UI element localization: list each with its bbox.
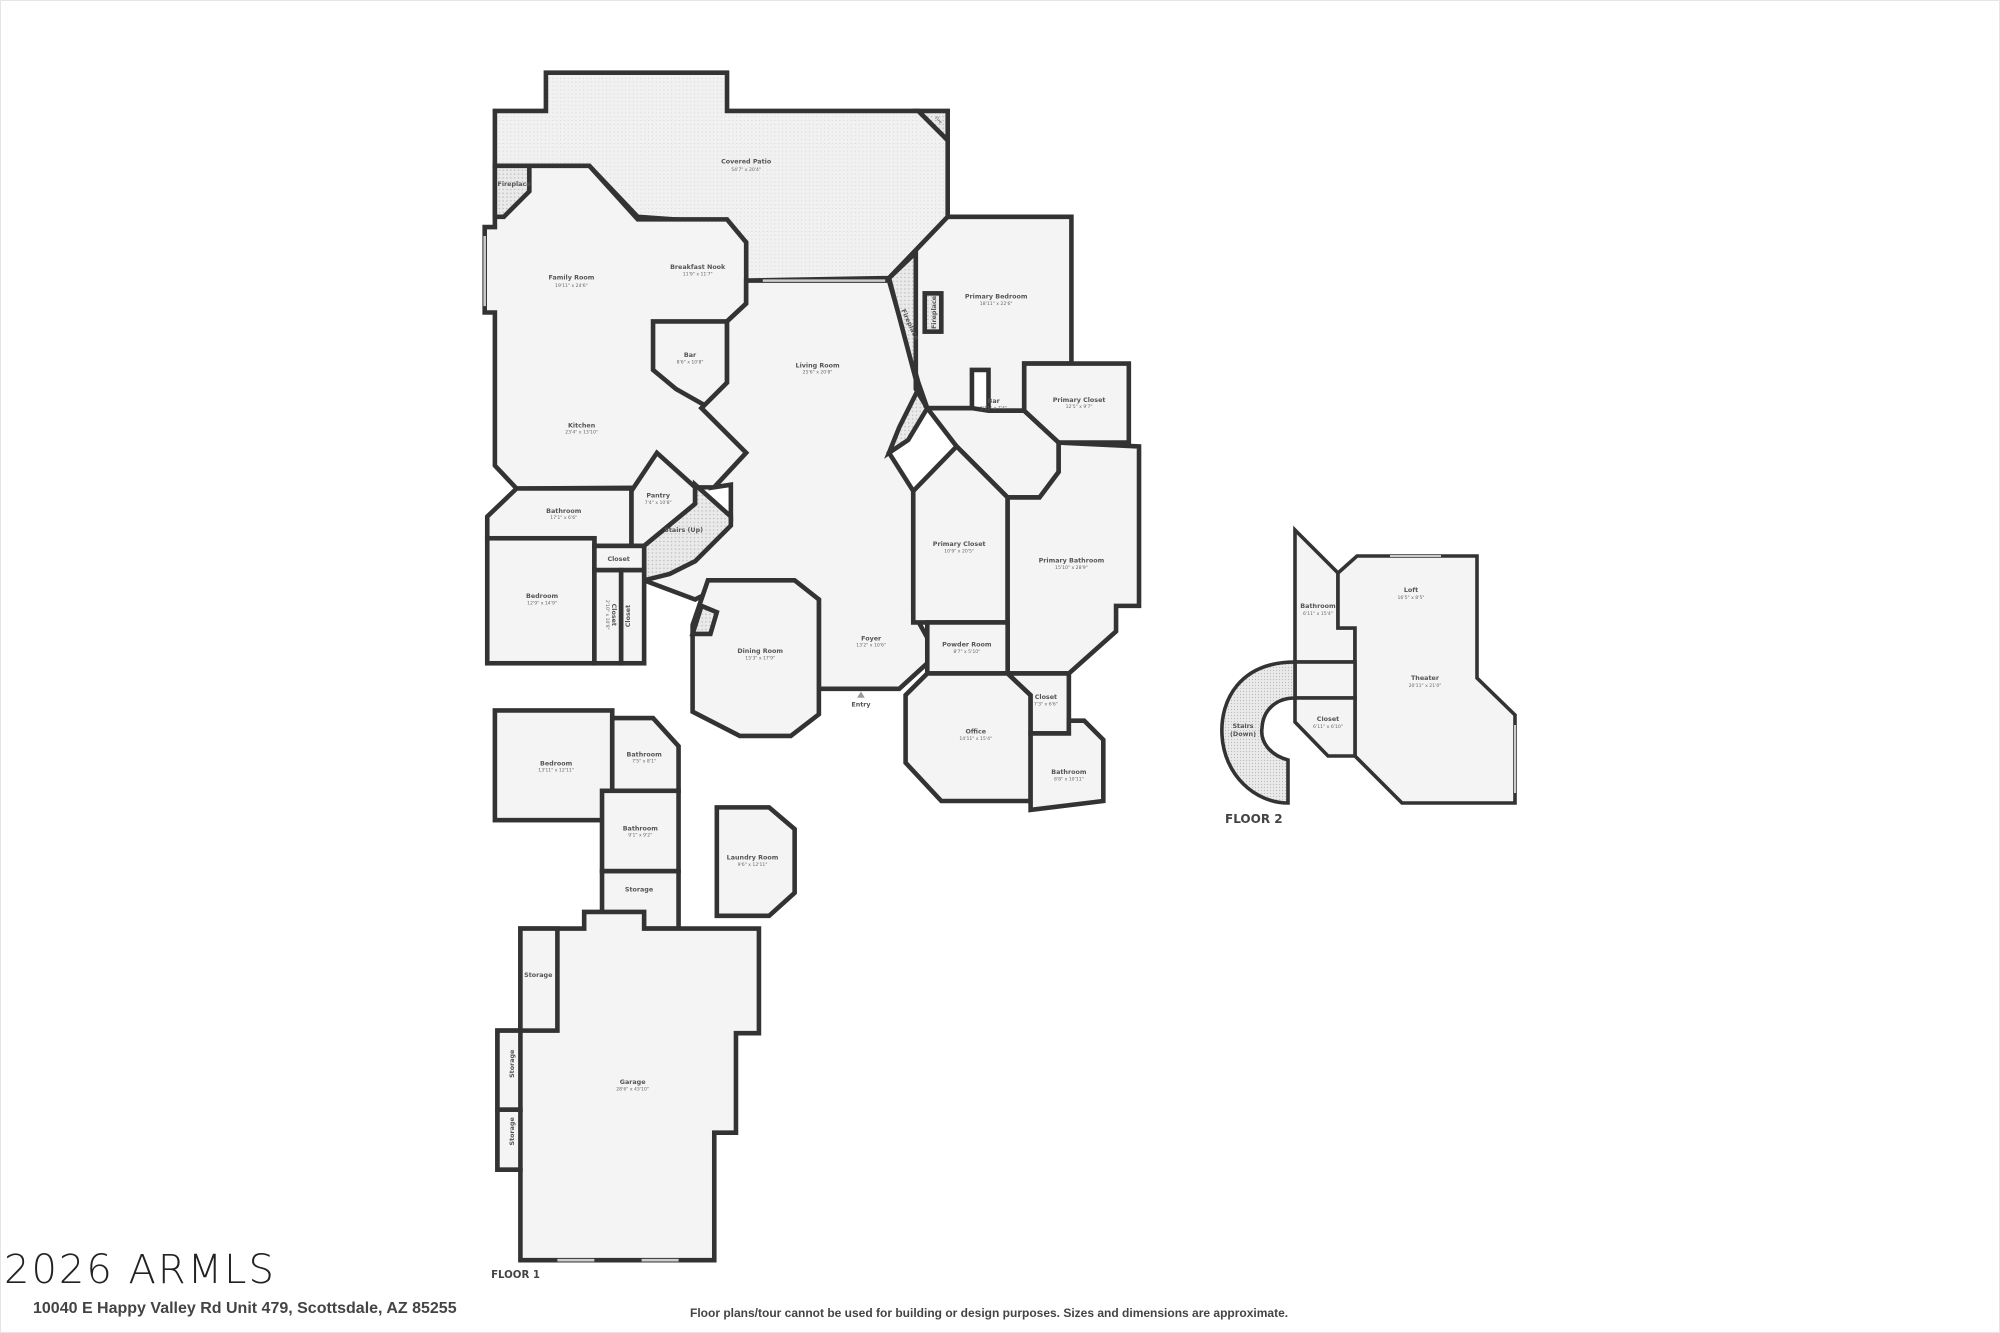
office-bathroom: [1028, 718, 1106, 813]
room-label: Family Room: [548, 273, 594, 281]
room-label: Stairs (Up): [664, 526, 703, 534]
room-label: Theater: [1411, 674, 1440, 682]
room-label: Primary Bedroom: [965, 292, 1028, 300]
room-dims: 18'11" x 22'6": [980, 301, 1013, 307]
room-dims: 8'6" x 10'8": [677, 360, 704, 366]
room-dims: 8'7" x 5'10": [953, 649, 980, 655]
room-label: Bedroom: [540, 759, 573, 767]
room-label: Fire: [933, 115, 943, 125]
room-label: Closet: [1317, 715, 1339, 723]
room-label: Storage: [508, 1050, 516, 1078]
room-label: Closet: [1035, 693, 1057, 701]
room-dims: 23'4" x 13'10": [565, 430, 598, 436]
room-label: Bathroom: [1051, 768, 1087, 776]
dining-room: [690, 578, 822, 739]
armls-watermark-logo: 2026 ARMLS: [4, 1247, 276, 1293]
stairs-down: [1220, 660, 1297, 805]
floor-2: Bathroom 6'11" x 15'4" Loft 16'5" x 8'5"…: [1220, 525, 1517, 826]
garage-storage-top: [518, 926, 560, 1033]
floor-1: Covered Patio 54'7" x 20'4" Fireplace Fa…: [482, 70, 1142, 1281]
room-dims: 11'9" x 11'7": [683, 272, 713, 278]
room-label: Garage: [620, 1078, 646, 1086]
room-dims: 12'5" x 9'7": [1066, 404, 1093, 410]
room-label: Bathroom: [1300, 602, 1336, 610]
room-label: Living Room: [796, 361, 840, 369]
floor-1-label: FLOOR 1: [491, 1270, 540, 1281]
room-label: Bathroom: [623, 824, 659, 832]
room-label: Storage: [508, 1117, 516, 1145]
room-dims: 7'3" x 6'6": [1034, 701, 1058, 707]
room-dims: 16'5" x 8'5": [1397, 595, 1424, 601]
family-fireplace: [492, 163, 532, 220]
room-dims: 54'7" x 20'4": [731, 167, 761, 173]
bedroom-2: [492, 708, 615, 823]
room-dims: 12'9" x 14'9": [527, 601, 557, 607]
living-fireplace: [884, 247, 930, 459]
room-dims: 6'11" x 6'10": [1313, 724, 1343, 730]
floor2-closet: [1293, 696, 1357, 758]
bathroom-2: [609, 715, 681, 794]
room-dims: 6'11" x 15'4": [1303, 611, 1333, 617]
room-label: Closet: [607, 555, 629, 563]
bedroom-fireplace: [922, 291, 944, 334]
room-label: Fireplace: [497, 180, 530, 188]
fire-pit: [912, 108, 950, 146]
room-dims: 13'11" x 12'11": [538, 768, 574, 774]
room-label: (Down): [1230, 730, 1256, 738]
floor-2-label: FLOOR 2: [1225, 812, 1283, 826]
room-label: Kitchen: [568, 421, 596, 429]
room-label: Covered Patio: [721, 157, 772, 165]
room-dims: 25'6" x 20'8": [803, 370, 833, 376]
garage-storage-low: [495, 1107, 523, 1172]
room-label: Closet: [624, 605, 632, 627]
room-label: Primary Bathroom: [1039, 556, 1105, 564]
laundry-room: [714, 805, 797, 919]
room-dims: 9'1" x 9'2": [628, 833, 652, 839]
property-address: 10040 E Happy Valley Rd Unit 479, Scotts…: [33, 1300, 457, 1317]
room-label: Bar: [684, 351, 697, 359]
room-label: Bedroom: [526, 592, 559, 600]
room-dims: 15'3" x 17'9": [745, 655, 775, 661]
dining-buffet: [689, 602, 720, 637]
room-dims: 5'11" x 7'4": [980, 405, 1007, 411]
room-label: Stairs: [1232, 722, 1253, 730]
room-label: Primary Closet: [933, 540, 986, 548]
room-dims: 10'9" x 20'5": [944, 548, 974, 554]
room-dims: 14'11" x 15'4": [959, 736, 992, 742]
room-dims: 20'11" x 21'0": [1409, 683, 1442, 689]
room-dims: 9'6" x 12'11": [738, 862, 768, 868]
room-dims: 19'11" x 24'6": [555, 283, 588, 289]
closet-3: [618, 567, 647, 666]
room-dims: 2'10" x 10'8": [604, 600, 610, 630]
room-label: Laundry Room: [727, 854, 779, 862]
room-label: Primary Closet: [1053, 396, 1106, 404]
entry-arrow-icon: [857, 691, 865, 698]
room-label: Bathroom: [546, 507, 582, 515]
room-dims: 7'5" x 8'1": [632, 759, 656, 765]
room-dims: 7'4" x 10'8": [645, 500, 672, 506]
disclaimer: Floor plans/tour cannot be used for buil…: [690, 1306, 1289, 1320]
room-label: Bar: [987, 397, 1000, 405]
room-label: Storage: [625, 886, 653, 894]
entry-label: Entry: [851, 701, 871, 709]
room-label: Loft: [1404, 586, 1418, 594]
room-label: Closet: [610, 604, 618, 626]
room-dims: 8'8" x 10'11": [1054, 777, 1084, 783]
room-label: Breakfast Nook: [670, 263, 726, 271]
room-dims: 13'2" x 10'6": [856, 643, 886, 649]
room-label: Storage: [524, 971, 552, 979]
room-label: Fireplace: [930, 296, 938, 329]
room-label: Pantry: [646, 491, 670, 499]
room-label: Bathroom: [627, 750, 663, 758]
room-label: Foyer: [861, 634, 882, 642]
stairs-up: [641, 479, 734, 584]
room-label: Powder Room: [942, 641, 992, 649]
room-dims: 15'10" x 28'9": [1055, 565, 1088, 571]
room-dims: 17'1" x 6'6": [550, 515, 577, 521]
room-label: Office: [965, 727, 986, 735]
floor2-hall: [1293, 660, 1357, 700]
room-dims: 28'6" x 43'10": [616, 1087, 649, 1093]
room-label: Dining Room: [737, 647, 783, 655]
